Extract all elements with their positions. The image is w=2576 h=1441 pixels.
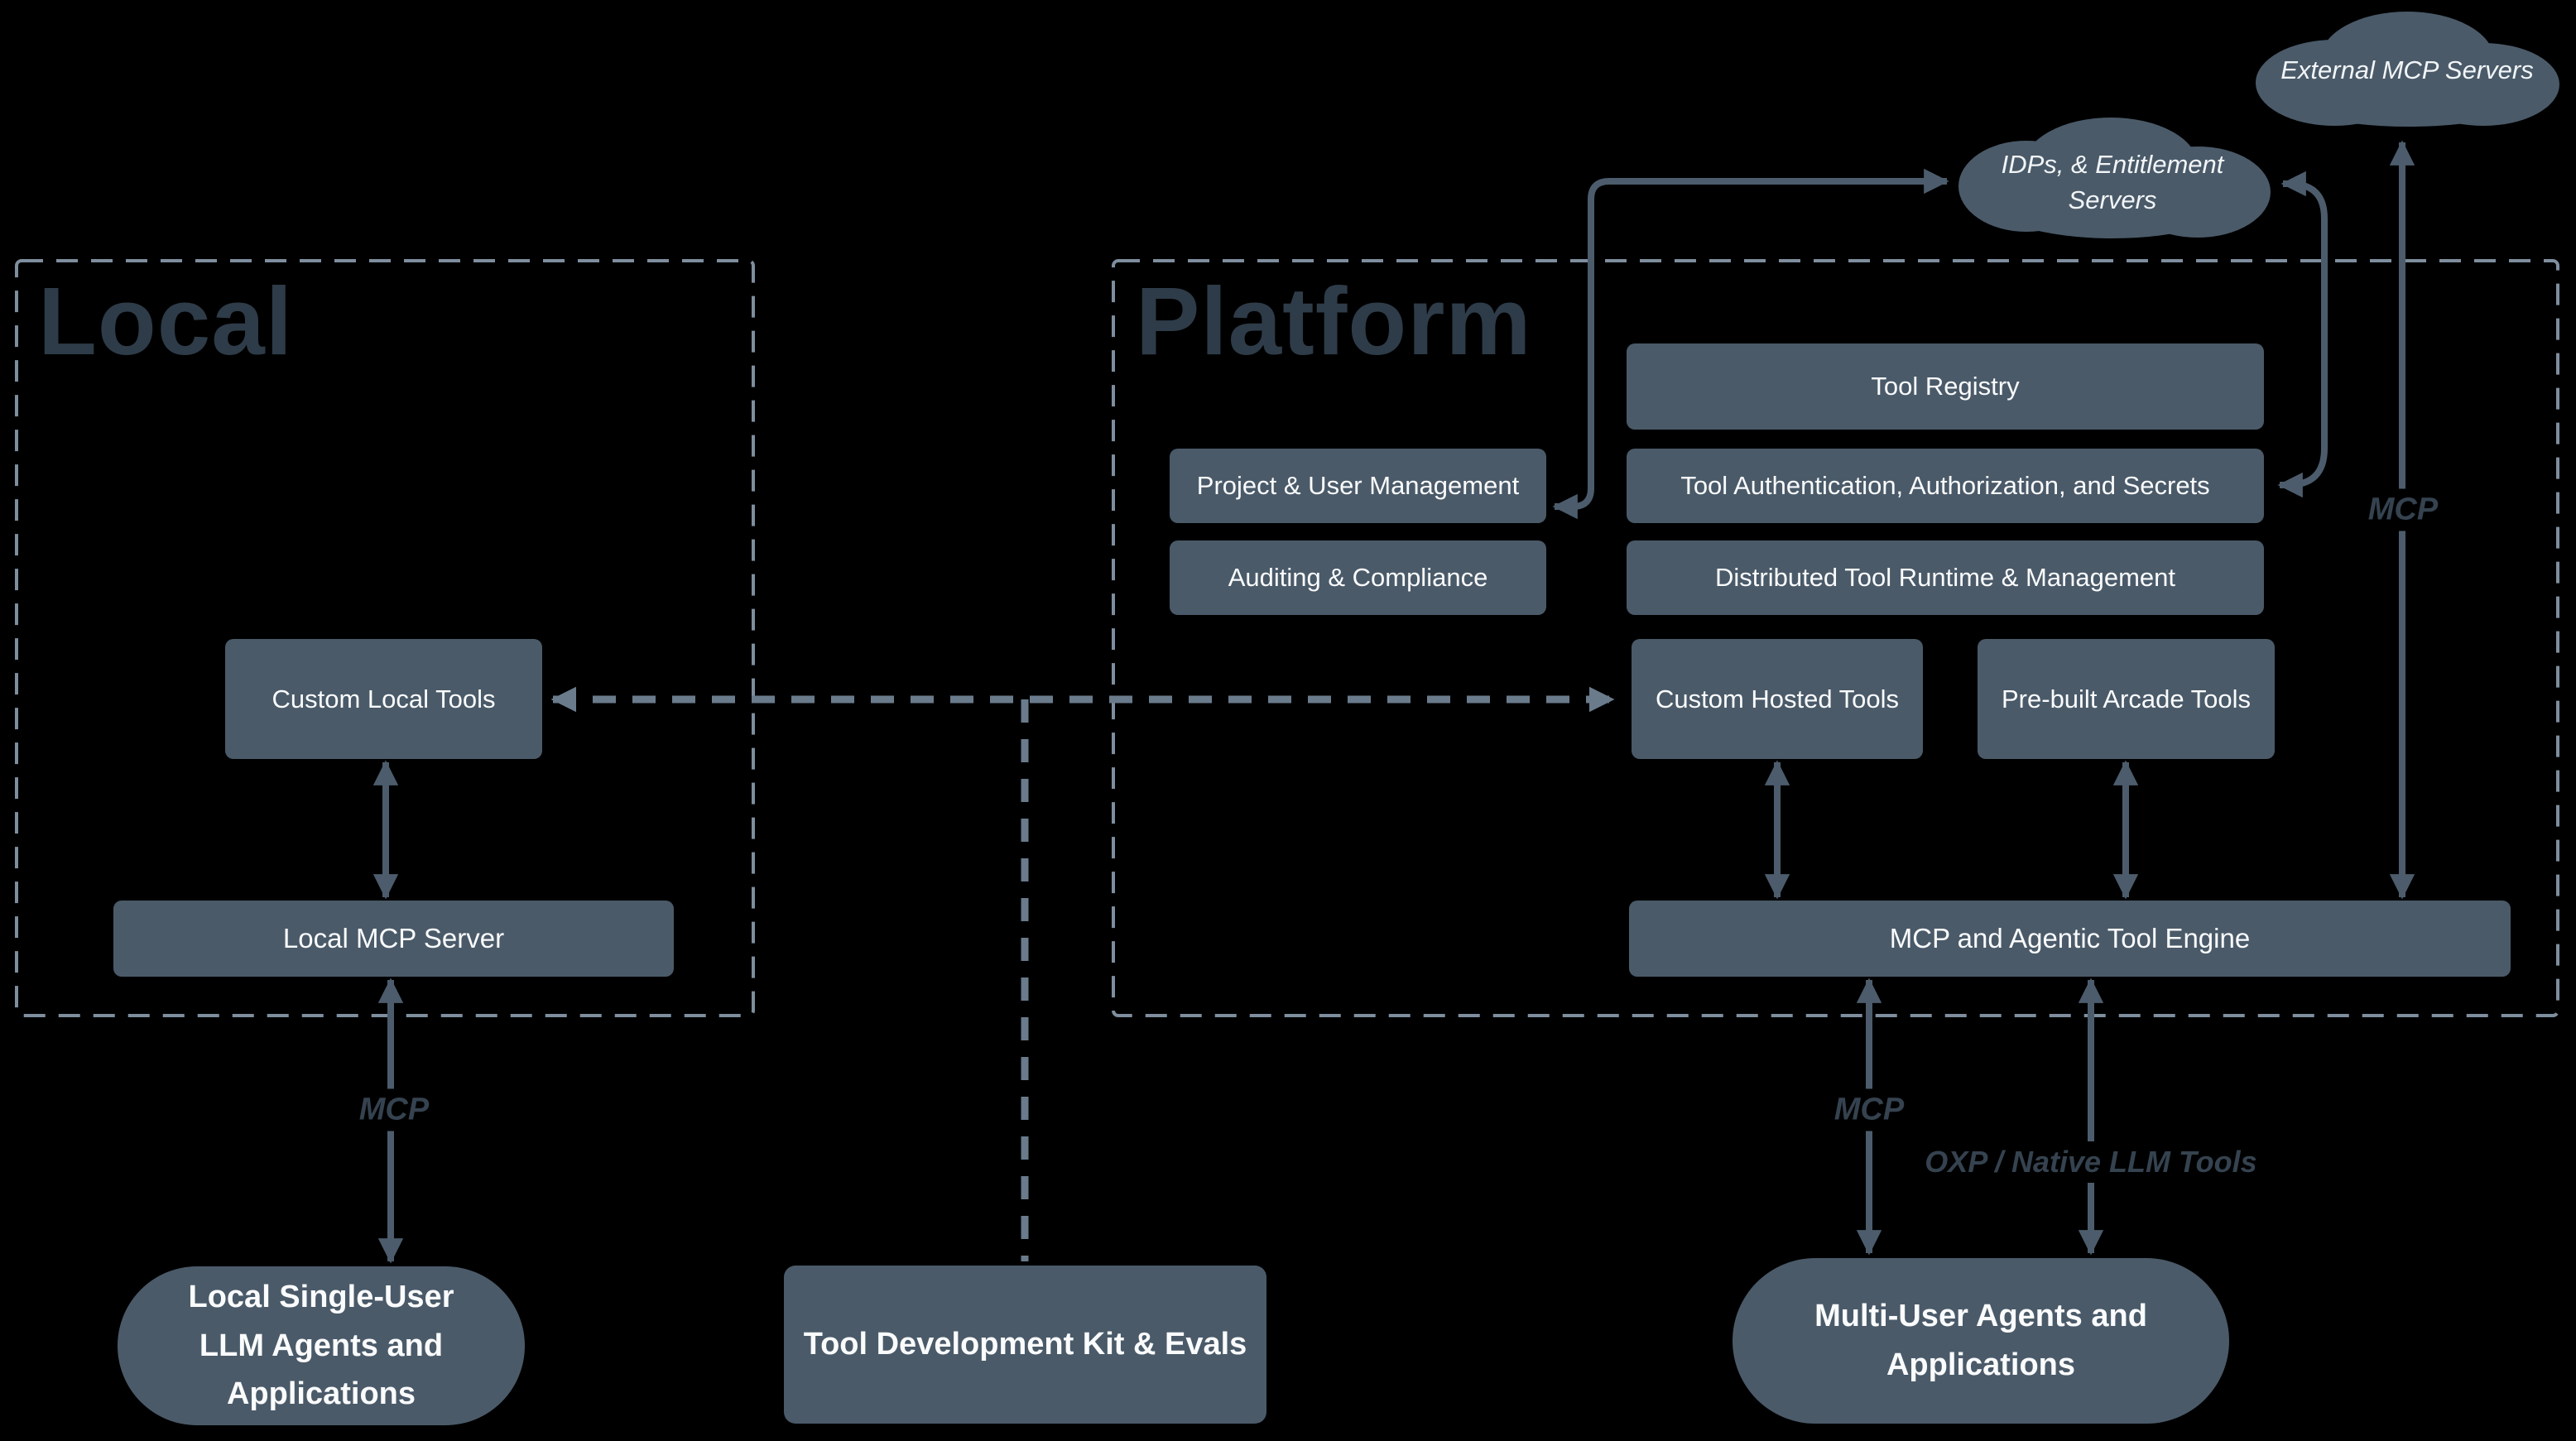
- node-local-mcp-server: Local MCP Server: [113, 901, 674, 977]
- external-mcp-servers-cloud-label: External MCP Servers: [2258, 37, 2556, 103]
- idp-entitlement-cloud-label: IDPs, & Entitlement Servers: [1972, 141, 2253, 223]
- node-project-user-management: Project & User Management: [1170, 449, 1546, 523]
- edge-label-oxp-native-llm-tools: OXP / Native LLM Tools: [1915, 1141, 2267, 1183]
- external-cloud-line1: External MCP Servers: [2280, 55, 2534, 85]
- node-tool-registry: Tool Registry: [1627, 343, 2264, 430]
- local-region-title: Local: [38, 267, 293, 375]
- node-multi-user-agents: Multi-User Agents and Applications: [1733, 1258, 2229, 1424]
- platform-region-title: Platform: [1136, 267, 1532, 375]
- edge-label-mcp-external: MCP: [2357, 488, 2449, 531]
- node-distributed-runtime: Distributed Tool Runtime & Management: [1627, 540, 2264, 615]
- node-local-single-user-agents: Local Single-User LLM Agents and Applica…: [118, 1266, 525, 1425]
- local-agents-line2: LLM Agents and Applications: [199, 1328, 444, 1412]
- edge-label-mcp-multiuser: MCP: [1824, 1088, 1915, 1131]
- idp-cloud-line2: Servers: [2068, 185, 2157, 214]
- idp-cloud-line1: IDPs, & Entitlement: [2001, 149, 2224, 179]
- node-tool-authentication: Tool Authentication, Authorization, and …: [1627, 449, 2264, 523]
- node-custom-hosted-tools: Custom Hosted Tools: [1632, 639, 1923, 759]
- node-tool-development-kit: Tool Development Kit & Evals: [784, 1266, 1266, 1424]
- external-mcp-servers-cloud: [2256, 12, 2559, 127]
- idp-entitlement-cloud: [1958, 118, 2271, 238]
- platform-region-border: [1112, 259, 2559, 1017]
- local-agents-line1: Local Single-User: [188, 1279, 454, 1314]
- node-prebuilt-arcade-tools: Pre-built Arcade Tools: [1978, 639, 2275, 759]
- multi-user-line2: Applications: [1886, 1347, 2076, 1382]
- edge-label-mcp-local: MCP: [348, 1088, 440, 1131]
- multi-user-line1: Multi-User Agents and: [1814, 1299, 2147, 1334]
- node-mcp-agentic-tool-engine: MCP and Agentic Tool Engine: [1629, 901, 2511, 977]
- edge-tool-auth-to-idp-cloud: [2277, 171, 2328, 498]
- edge-project-user-to-idp-cloud: [1552, 168, 1949, 520]
- node-custom-local-tools: Custom Local Tools: [225, 639, 542, 759]
- node-auditing-compliance: Auditing & Compliance: [1170, 540, 1546, 615]
